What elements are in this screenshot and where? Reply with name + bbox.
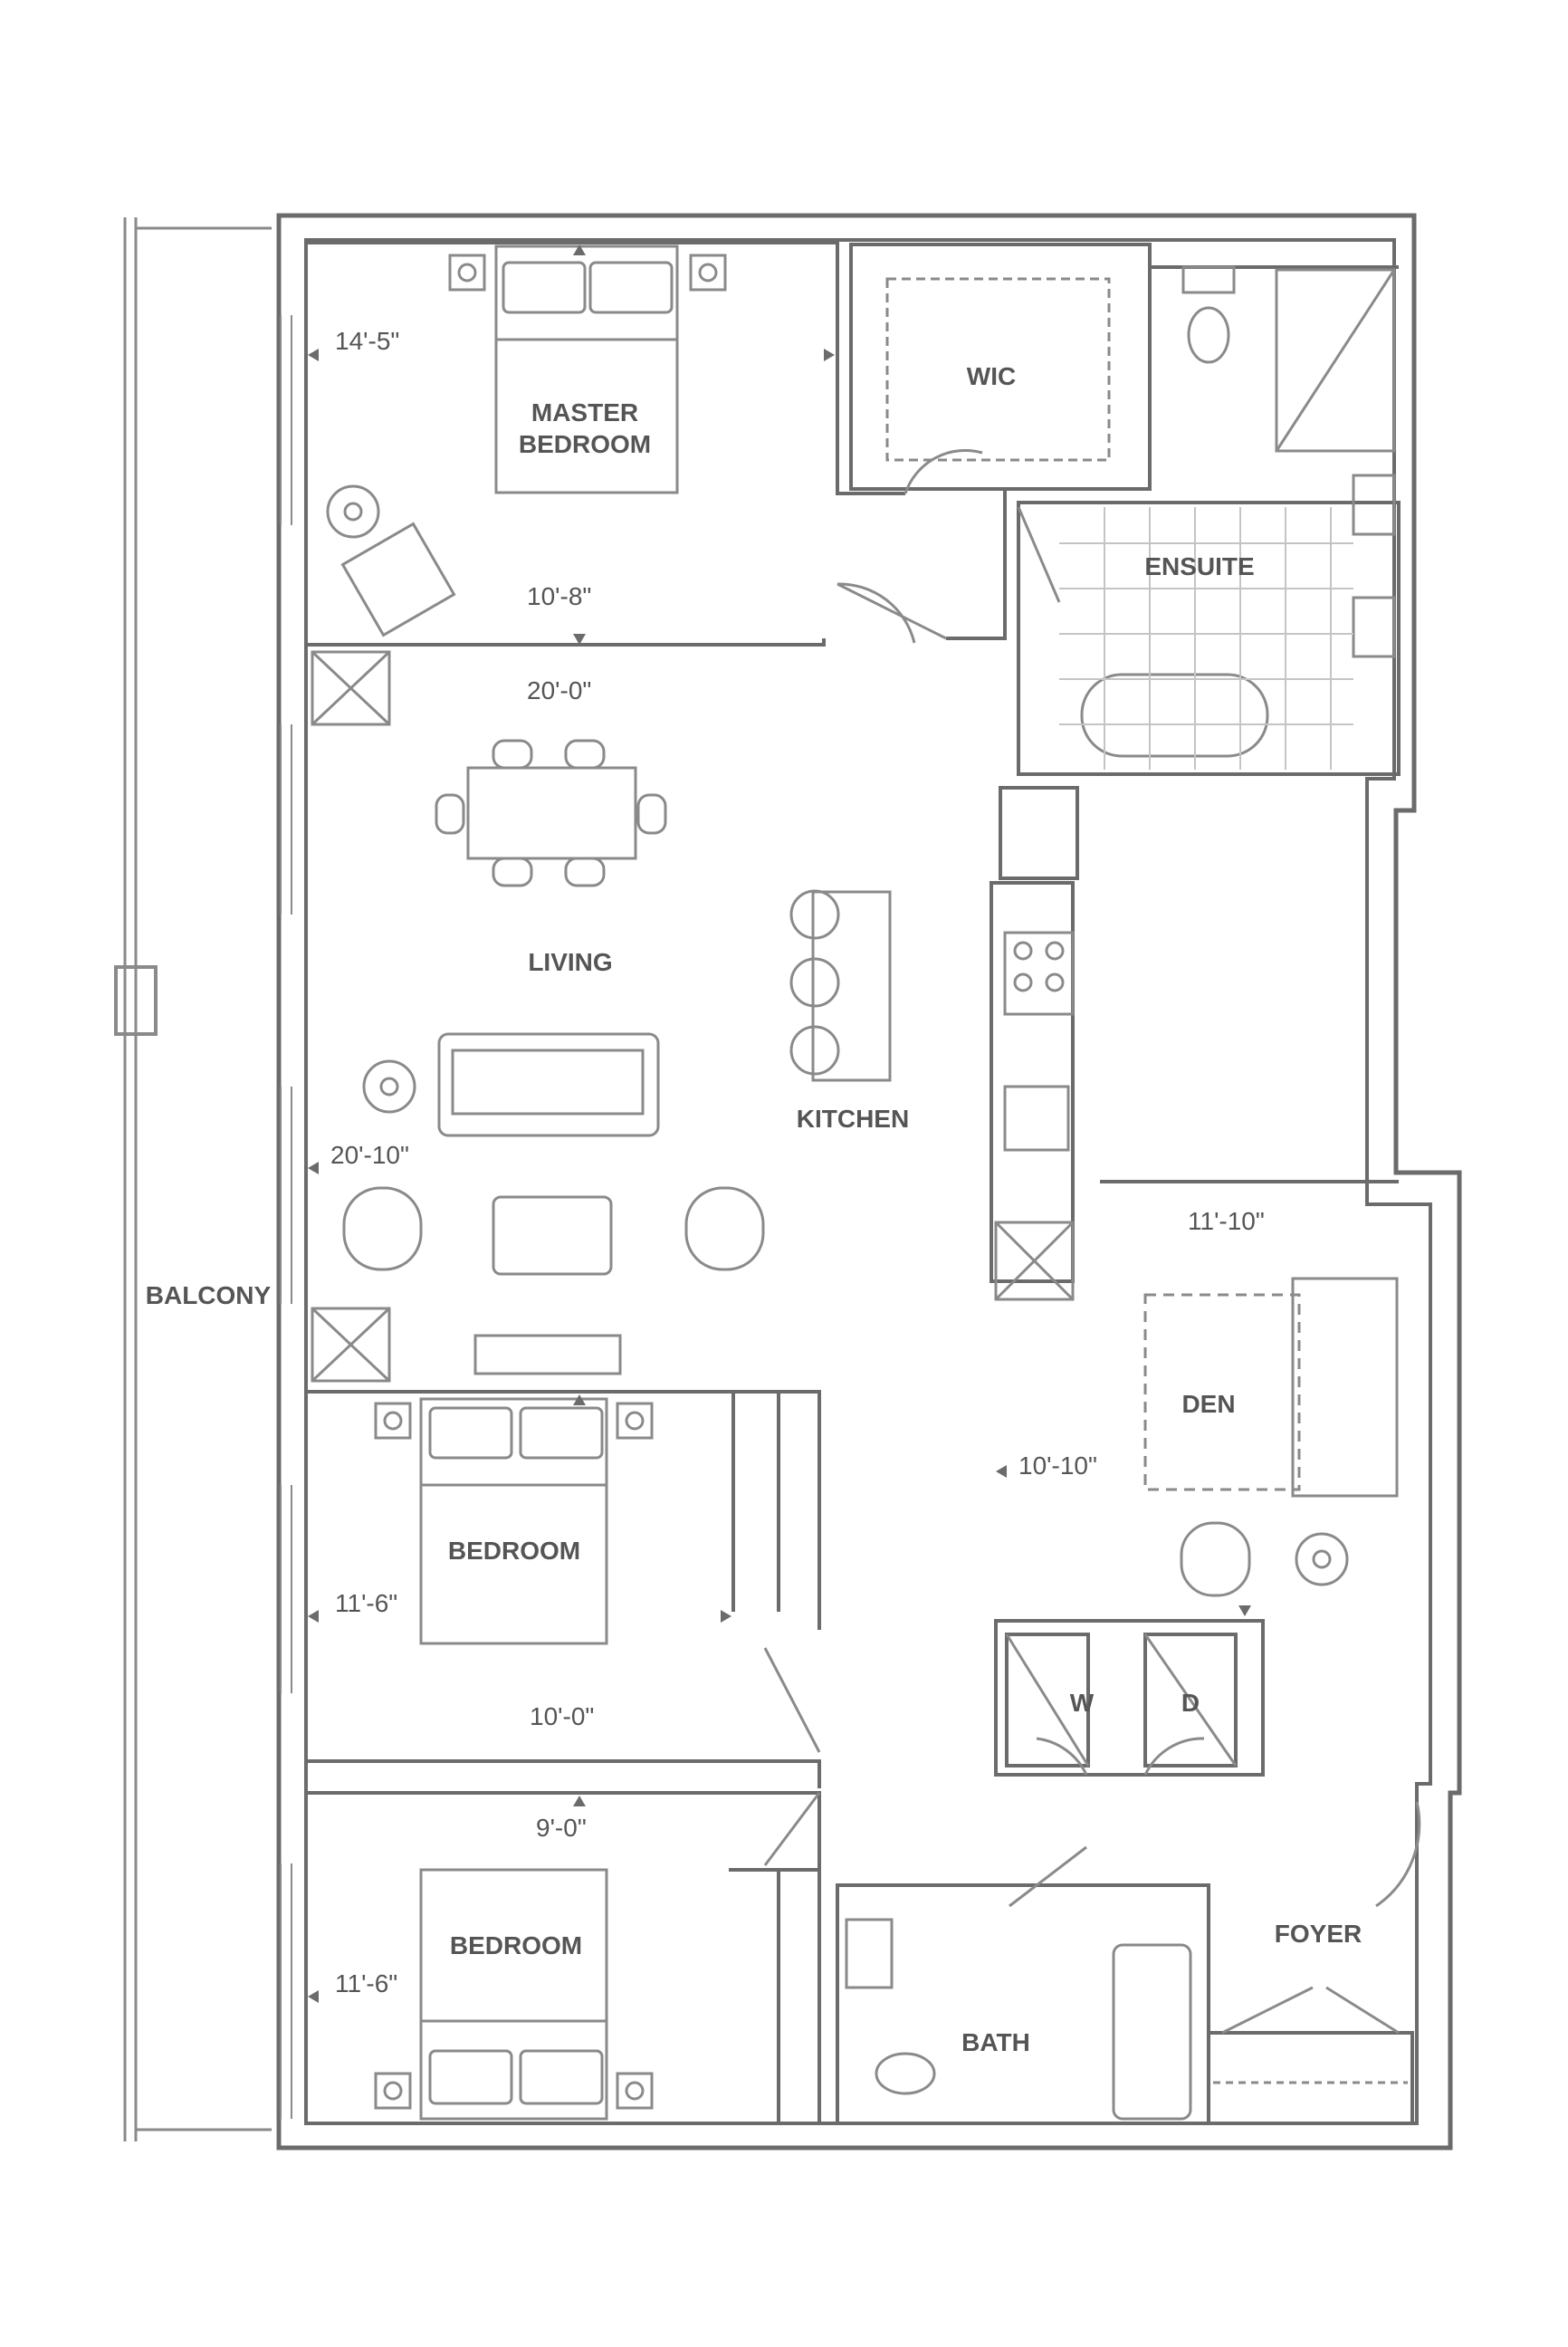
armchair-icon: [340, 522, 456, 637]
label-wic: WIC: [967, 362, 1016, 390]
interior-walls: [308, 241, 1414, 2125]
label-balcony: BALCONY: [146, 1281, 272, 1309]
bath-toilet-icon: [875, 2052, 936, 2095]
label-washer: W: [1070, 1689, 1095, 1717]
dim-den-width: 11'-10": [1188, 1207, 1265, 1235]
label-kitchen: KITCHEN: [797, 1105, 909, 1133]
dining-table-icon: [466, 766, 637, 860]
sofa-icon: [437, 1032, 660, 1137]
door-swings: [763, 448, 1421, 2035]
room-labels: MASTER BEDROOM WIC ENSUITE LIVING KITCHE…: [146, 362, 1362, 2056]
den-sofa-icon: [1291, 1277, 1399, 1498]
dimension-labels: 14'-5" 10'-8" 20'-0" 20'-10" 11'-10" 10'…: [330, 327, 1265, 1997]
lamp-icon: [326, 484, 380, 539]
label-ensuite: ENSUITE: [1144, 552, 1254, 580]
fridge-icon: [994, 1221, 1075, 1301]
coffee-table-icon: [492, 1195, 613, 1276]
label-master-bedroom-1: MASTER: [531, 398, 638, 426]
label-living: LIVING: [528, 948, 612, 976]
toilet-icon: [1187, 306, 1230, 364]
dim-master-depth: 10'-8": [527, 582, 591, 610]
label-bedroom-3: BEDROOM: [450, 1931, 582, 1959]
dim-bedroom3-depth: 9'-0": [536, 1814, 587, 1842]
label-bedroom-2: BEDROOM: [448, 1537, 580, 1565]
dim-living-depth: 20'-0": [527, 676, 591, 704]
label-bath: BATH: [961, 2028, 1030, 2056]
dim-bedroom3-width: 11'-6": [335, 1969, 397, 1997]
label-foyer: FOYER: [1275, 1920, 1362, 1948]
bedroom3-bed-icon: [419, 1868, 608, 2121]
dim-master-width: 14'-5": [335, 327, 399, 355]
dim-bedroom2-width: 11'-6": [335, 1589, 397, 1617]
label-den: DEN: [1181, 1390, 1235, 1418]
label-dryer: D: [1181, 1689, 1200, 1717]
master-bed-icon: [494, 244, 679, 494]
shower-icon: [1275, 268, 1396, 453]
dimension-arrows: [308, 244, 1251, 2003]
bathtub-icon: [1080, 673, 1269, 758]
balcony-railing: [114, 217, 272, 2141]
label-master-bedroom-2: BEDROOM: [519, 430, 651, 458]
bedroom2-bed-icon: [419, 1397, 608, 1645]
dim-living-width: 20'-10": [330, 1141, 409, 1169]
dim-bedroom2-depth: 10'-0": [530, 1702, 594, 1730]
stove-icon: [1003, 931, 1075, 1016]
sink-icon: [1003, 1085, 1070, 1152]
kitchen-island-icon: [811, 890, 892, 1082]
dim-den-depth: 10'-10": [1018, 1451, 1097, 1480]
furniture: [311, 244, 1408, 2121]
windows-west: [280, 315, 292, 2119]
